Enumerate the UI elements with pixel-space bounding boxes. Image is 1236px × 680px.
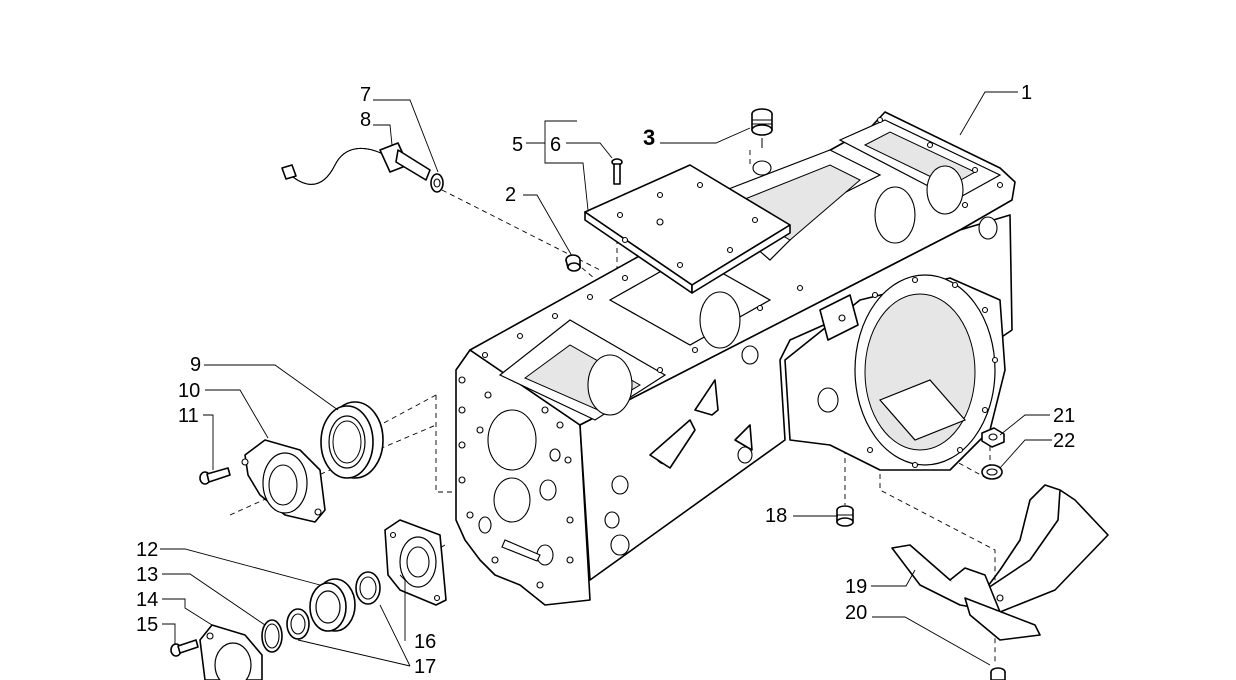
callout-labels: 1 2 3 5 6 7 8 9 10 11 12 13 14 15 16 17 …: [136, 82, 1075, 678]
bolt-15: [170, 639, 199, 657]
callout-16: 16: [414, 631, 436, 653]
plug-3: [751, 108, 773, 176]
ring-17: [355, 571, 381, 605]
callout-11: 11: [178, 405, 199, 427]
plug-20: [990, 667, 1006, 680]
callout-12: 12: [136, 539, 158, 561]
callout-8: 8: [360, 109, 371, 131]
flange-16: [384, 519, 447, 606]
callout-19: 19: [845, 576, 867, 598]
callout-14: 14: [136, 589, 158, 611]
callout-20: 20: [845, 602, 867, 624]
washer: [286, 608, 310, 640]
bearing-9: [320, 401, 384, 479]
snap-ring-13: [261, 619, 283, 653]
callout-6: 6: [550, 134, 561, 156]
housing-bolt-holes: [481, 116, 1004, 374]
guard-19: [891, 484, 1109, 641]
callout-9: 9: [190, 354, 201, 376]
callout-17: 17: [414, 656, 436, 678]
callout-21: 21: [1053, 405, 1075, 427]
speed-sensor-assembly: [281, 142, 444, 193]
flange-14: [199, 624, 263, 680]
bushing-2: [565, 254, 581, 272]
washer-22: [981, 464, 1003, 480]
leader-lines: [160, 91, 1052, 667]
flange-housing-10: [241, 439, 326, 523]
callout-13: 13: [136, 564, 158, 586]
callout-18: 18: [765, 505, 787, 527]
transmission-housing: [455, 111, 1016, 606]
callout-1: 1: [1021, 82, 1032, 104]
callout-5: 5: [512, 134, 523, 156]
side-plate-holes: [458, 376, 574, 589]
callout-3: 3: [643, 125, 655, 150]
callout-2: 2: [505, 184, 516, 206]
bearing-12: [309, 578, 356, 632]
nut-21: [981, 427, 1005, 448]
callout-15: 15: [136, 614, 158, 636]
bell-housing-bolt-holes: [866, 276, 999, 469]
callout-7: 7: [360, 84, 371, 106]
bolt-11: [199, 467, 231, 485]
callout-10: 10: [178, 380, 200, 402]
cover-plate: [584, 164, 791, 294]
bolt-6: [611, 158, 623, 185]
plug-18: [836, 505, 854, 527]
callout-22: 22: [1053, 430, 1075, 452]
